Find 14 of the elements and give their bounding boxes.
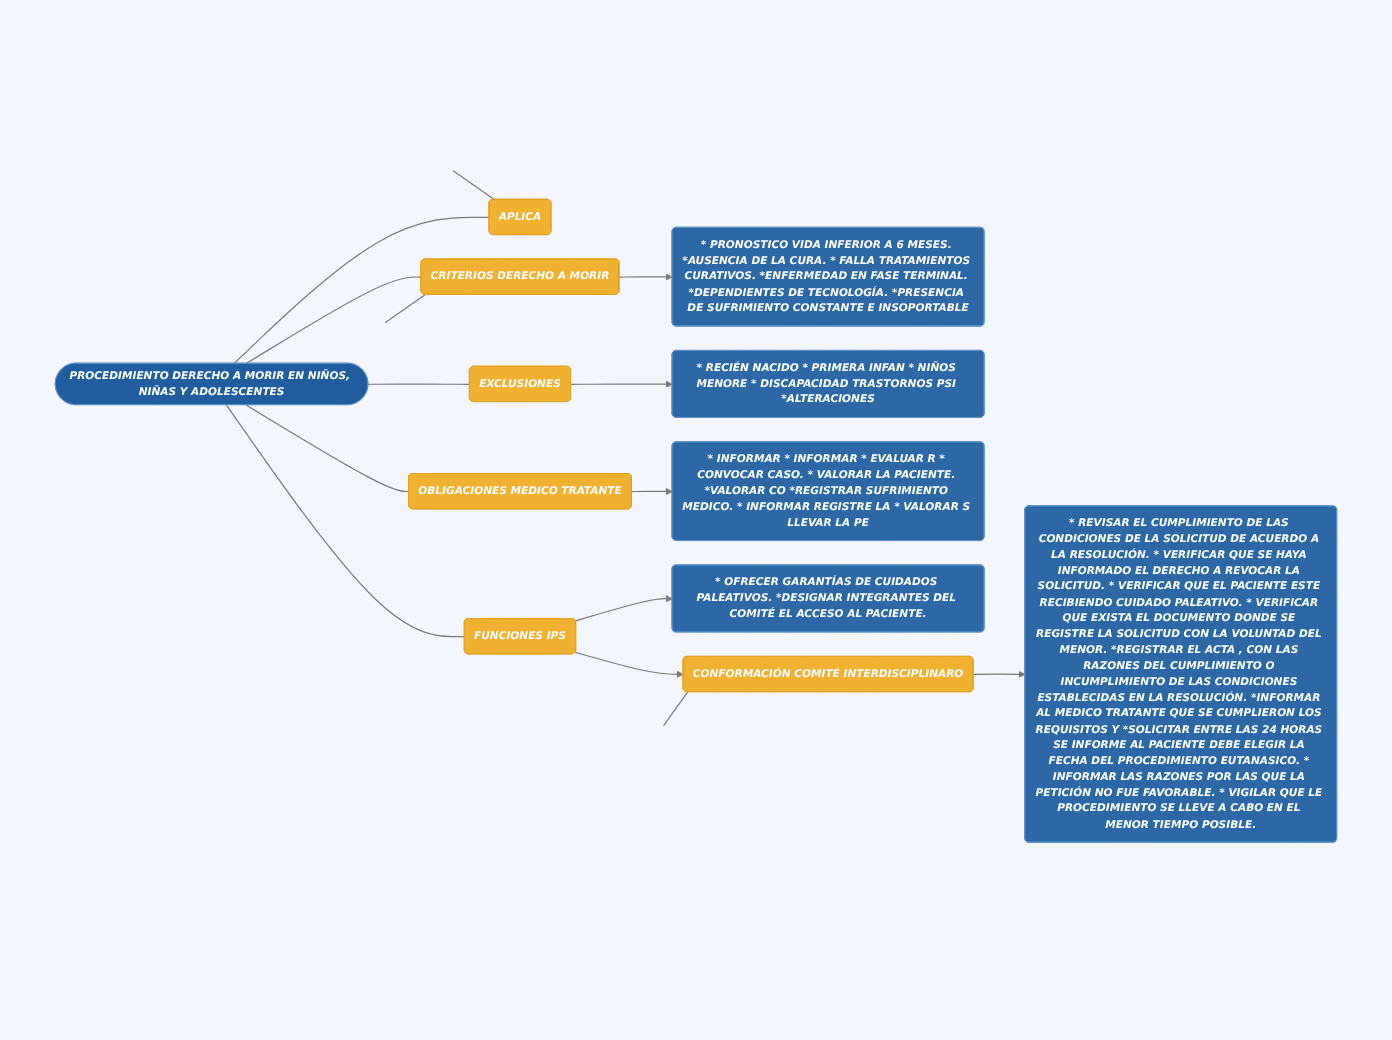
connector-line [233, 215, 490, 364]
connector-line [662, 690, 689, 726]
connector-line [245, 275, 422, 364]
connector-line [245, 403, 410, 492]
connector-line [452, 169, 495, 200]
connector-line [618, 272, 673, 280]
connector-line [225, 403, 466, 637]
connector-line [631, 487, 673, 495]
connector-line [574, 651, 684, 678]
connector-line [570, 379, 673, 387]
connector-line [367, 382, 471, 385]
connector-line [574, 594, 673, 621]
connector-line [384, 292, 427, 323]
connector-line [972, 669, 1026, 678]
